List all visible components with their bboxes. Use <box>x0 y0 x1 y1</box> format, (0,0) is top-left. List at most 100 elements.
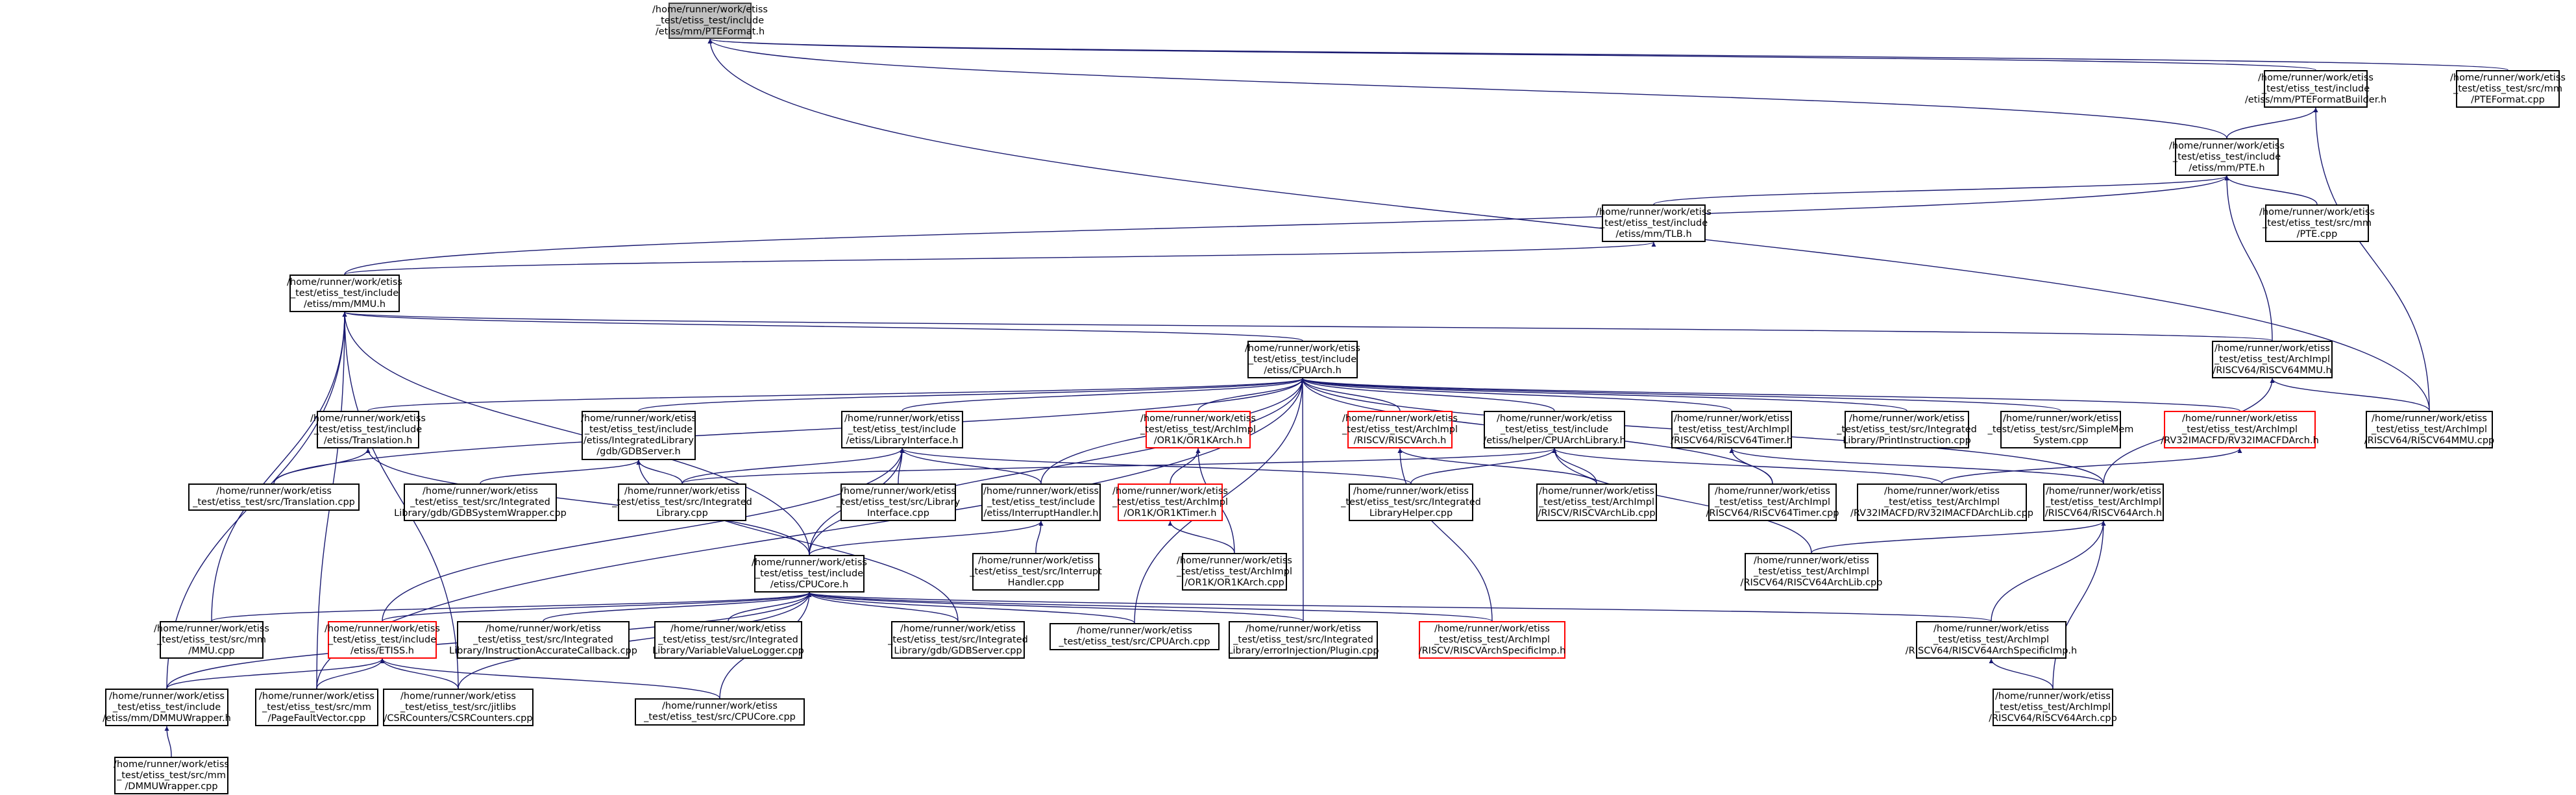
file-node-label-line: _test/etiss_test/include <box>290 287 399 299</box>
file-node-label-line: /RISCV64/RISCV64ArchLib.cpp <box>1740 577 1883 588</box>
edge-cpucore_cpp-to-etiss_h <box>380 658 720 699</box>
file-node-label-line: _test/etiss_test/src/Integrated <box>612 496 752 508</box>
file-node-interrupthandler-cpp[interactable]: /home/runner/work/etiss_test/etiss_test/… <box>970 553 1102 591</box>
file-node-label-line: /home/runner/work/etiss <box>1995 691 2111 702</box>
file-node-librayhelper-cpp[interactable]: /home/runner/work/etiss_test/etiss_test/… <box>1341 483 1481 521</box>
file-node-cpuarch-h[interactable]: /home/runner/work/etiss_test/etiss_test/… <box>1245 341 1360 378</box>
edge-riscv64mmu_h-to-mmu_h <box>343 312 2273 341</box>
file-node-csrcounters-cpp[interactable]: /home/runner/work/etiss_test/etiss_test/… <box>383 689 534 726</box>
file-node-gdbserver-cpp[interactable]: /home/runner/work/etiss_test/etiss_test/… <box>888 621 1028 659</box>
file-node-label-line: _test/etiss_test/include <box>2261 83 2370 94</box>
file-node-simplemem-cpp[interactable]: /home/runner/work/etiss_test/etiss_test/… <box>1988 411 2133 448</box>
file-node-label-line: /home/runner/work/etiss <box>652 4 768 15</box>
file-node-interrupthandler-h[interactable]: /home/runner/work/etiss_test/etiss_test/… <box>981 483 1101 521</box>
file-node-errorinjection-cpp[interactable]: /home/runner/work/etiss_test/etiss_test/… <box>1227 621 1379 659</box>
file-node-label-line: Library/gdb/GDBServer.cpp <box>894 645 1022 656</box>
file-node-label-line: /home/runner/work/etiss <box>1596 206 1711 217</box>
file-node-cpuarchlibrary-h[interactable]: /home/runner/work/etiss_test/etiss_test/… <box>1483 411 1626 448</box>
file-node-libraryinterface-cpp[interactable]: /home/runner/work/etiss_test/etiss_test/… <box>837 483 960 521</box>
file-node-mmu-cpp[interactable]: /home/runner/work/etiss_test/etiss_test/… <box>154 621 269 659</box>
edge-riscv64timer_cpp-to-riscv64timer_h <box>1729 448 1773 484</box>
edge-variablevaluelogger_cpp-to-cpucore_h <box>728 592 812 622</box>
file-node-label-line: _test/etiss_test/ArchImpl <box>1342 424 1458 435</box>
file-node-riscvarchlib-cpp[interactable]: /home/runner/work/etiss_test/etiss_test/… <box>1536 483 1657 521</box>
file-node-cpucore-h[interactable]: /home/runner/work/etiss_test/etiss_test/… <box>752 555 867 593</box>
file-node-label-line: /home/runner/work/etiss <box>325 623 440 634</box>
file-node-gdbserver-h[interactable]: /home/runner/work/etiss_test/etiss_test/… <box>581 411 696 460</box>
file-node-riscv64mmu-cpp[interactable]: /home/runner/work/etiss_test/etiss_test/… <box>2364 411 2494 448</box>
file-node-mmu-h[interactable]: /home/runner/work/etiss_test/etiss_test/… <box>287 275 402 312</box>
file-node-riscvarchspecificimp-h[interactable]: /home/runner/work/etiss_test/etiss_test/… <box>1419 621 1565 659</box>
edge-etiss_h-to-cpucore_h <box>382 592 812 622</box>
file-node-label-line: /home/runner/work/etiss <box>423 485 538 496</box>
file-node-label-line: /RV32IMACFD/RV32IMACFDArchLib.cpp <box>1850 508 2034 519</box>
file-node-label-line: _test/etiss_test/ArchImpl <box>1994 702 2111 713</box>
file-node-label-line: /RISCV64/RISCV64MMU.h <box>2213 365 2332 376</box>
file-node-label-line: _test/etiss_test/ArchImpl <box>2045 496 2162 508</box>
edge-errorinjection_cpp-to-cpucore_h <box>807 592 1304 622</box>
file-node-label-line: Handler.cpp <box>1007 577 1064 588</box>
file-node-cpuarch-cpp[interactable]: /home/runner/work/etiss_test/etiss_test/… <box>1049 623 1220 650</box>
file-node-dmmuwrapper-h[interactable]: /home/runner/work/etiss_test/etiss_test/… <box>103 689 231 726</box>
file-node-root: /home/runner/work/etiss_test/etiss_test/… <box>652 3 768 39</box>
file-node-pteformatbuilder-h[interactable]: /home/runner/work/etiss_test/etiss_test/… <box>2245 70 2386 108</box>
file-node-or1karch-h[interactable]: /home/runner/work/etiss_test/etiss_test/… <box>1140 411 1256 448</box>
file-node-rv32imacfdarch-h[interactable]: /home/runner/work/etiss_test/etiss_test/… <box>2161 411 2319 448</box>
file-node-label-line: System.cpp <box>2033 435 2089 446</box>
file-node-riscv64timer-cpp[interactable]: /home/runner/work/etiss_test/etiss_test/… <box>1706 483 1839 521</box>
file-node-translation-h[interactable]: /home/runner/work/etiss_test/etiss_test/… <box>310 411 426 448</box>
file-node-printinstruction-cpp[interactable]: /home/runner/work/etiss_test/etiss_test/… <box>1837 411 1977 448</box>
file-node-riscv64archlib-cpp[interactable]: /home/runner/work/etiss_test/etiss_test/… <box>1741 553 1882 591</box>
file-node-or1ktimer-h[interactable]: /home/runner/work/etiss_test/etiss_test/… <box>1112 483 1228 521</box>
file-node-riscv64timer-h[interactable]: /home/runner/work/etiss_test/etiss_test/… <box>1671 411 1793 448</box>
file-node-label-line: /etiss/mm/PTEFormatBuilder.h <box>2244 94 2387 105</box>
edge-instructionaccuratecallback_cpp-to-cpucore_h <box>543 592 812 622</box>
edge-tlb_h-to-pte_h <box>1653 175 2229 205</box>
edge-riscv64mmu_h-to-pte_h <box>2224 175 2273 341</box>
file-node-or1karch-cpp[interactable]: /home/runner/work/etiss_test/etiss_test/… <box>1177 553 1292 591</box>
file-node-riscvarch-h[interactable]: /home/runner/work/etiss_test/etiss_test/… <box>1342 411 1458 448</box>
file-node-instructionaccuratecallback-cpp[interactable]: /home/runner/work/etiss_test/etiss_test/… <box>449 621 637 659</box>
file-node-label-line: _test/etiss_test/include <box>112 702 221 713</box>
file-node-tlb-h[interactable]: /home/runner/work/etiss_test/etiss_test/… <box>1596 204 1711 242</box>
file-node-dmmuwrapper-cpp[interactable]: /home/runner/work/etiss_test/etiss_test/… <box>114 757 229 794</box>
file-node-label-line: _test/etiss_test/src/Integrated <box>410 496 550 508</box>
edge-csrcounters_cpp-to-etiss_h <box>380 658 459 689</box>
file-node-etiss-h[interactable]: /home/runner/work/etiss_test/etiss_test/… <box>325 621 440 659</box>
file-node-label-line: /etiss/mm/PTEFormat.h <box>655 26 765 37</box>
file-node-label-line: /home/runner/work/etiss <box>662 701 778 711</box>
file-node-cpucore-cpp[interactable]: /home/runner/work/etiss_test/etiss_test/… <box>635 698 805 726</box>
file-node-riscv64mmu-h[interactable]: /home/runner/work/etiss_test/etiss_test/… <box>2212 341 2333 378</box>
file-node-label-line: _test/etiss_test/ArchImpl <box>1714 496 1831 508</box>
file-node-pagefaultvector-cpp[interactable]: /home/runner/work/etiss_test/etiss_test/… <box>255 689 378 726</box>
file-node-gdbsystemwrapper-cpp[interactable]: /home/runner/work/etiss_test/etiss_test/… <box>394 483 567 521</box>
file-node-label-line: /home/runner/work/etiss <box>1140 413 1256 424</box>
file-node-translation-cpp[interactable]: /home/runner/work/etiss_test/etiss_test/… <box>188 483 360 511</box>
file-node-pte-h[interactable]: /home/runner/work/etiss_test/etiss_test/… <box>2169 138 2285 176</box>
edge-cpuarch_h-to-mmu_h <box>342 312 1303 341</box>
file-node-rv32imacfdarchlib-cpp[interactable]: /home/runner/work/etiss_test/etiss_test/… <box>1850 483 2033 521</box>
edge-libraryinterface_h-to-cpuarch_h <box>902 378 1305 411</box>
file-node-riscv64archspecificimp-h[interactable]: /home/runner/work/etiss_test/etiss_test/… <box>1906 621 2077 659</box>
file-node-riscv64arch-h[interactable]: /home/runner/work/etiss_test/etiss_test/… <box>2043 483 2164 521</box>
edge-gdbserver_cpp-to-cpucore_h <box>807 592 959 622</box>
edge-cpucore_h-to-translation_h <box>365 448 810 556</box>
file-node-variablevaluelogger-cpp[interactable]: /home/runner/work/etiss_test/etiss_test/… <box>652 621 804 659</box>
file-node-label-line: _test/etiss_test/src/SimpleMem <box>1987 424 2134 435</box>
file-node-libraryinterface-h[interactable]: /home/runner/work/etiss_test/etiss_test/… <box>841 411 963 448</box>
edge-rv32imacfdarchlib_cpp-to-cpuarchlibrary_h <box>1552 448 1943 484</box>
file-node-pteformat-cpp[interactable]: /home/runner/work/etiss_test/etiss_test/… <box>2450 70 2566 108</box>
edge-translation_cpp-to-translation_h <box>273 448 371 484</box>
file-node-pte-cpp[interactable]: /home/runner/work/etiss_test/etiss_test/… <box>2259 204 2375 242</box>
file-node-label-line: _test/etiss_test/src/Integrated <box>1233 634 1373 645</box>
edge-riscv64arch_h-to-riscv64timer_h <box>1729 448 2104 484</box>
edge-pteformatbuilder_h-to-root <box>708 38 2316 71</box>
edge-riscv64archlib_cpp-to-riscv64arch_h <box>1811 520 2106 554</box>
file-node-riscv64arch-cpp[interactable]: /home/runner/work/etiss_test/etiss_test/… <box>1989 689 2117 726</box>
file-node-label-line: /home/runner/work/etiss <box>400 691 516 702</box>
file-node-label-line: /etiss/CPUCore.h <box>770 579 849 590</box>
edge-cpucore_h-to-interrupthandler_h <box>809 520 1044 556</box>
edge-pagefaultvector_cpp-to-etiss_h <box>316 658 385 689</box>
file-node-integratedlibrary-cpp[interactable]: /home/runner/work/etiss_test/etiss_test/… <box>612 483 752 521</box>
